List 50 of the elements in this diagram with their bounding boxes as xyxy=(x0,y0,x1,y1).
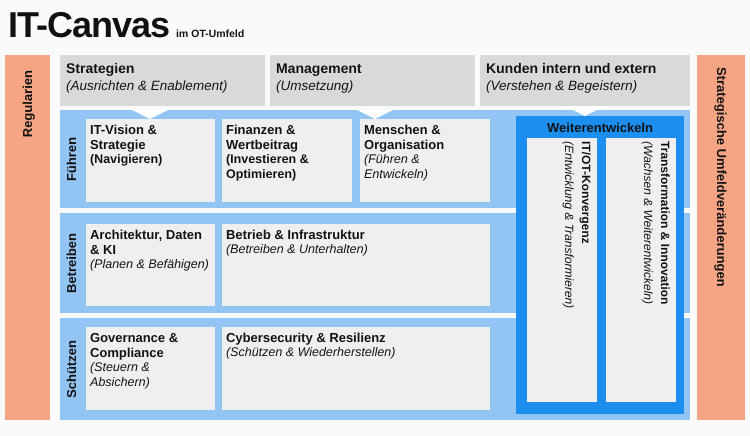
side-band xyxy=(5,55,50,420)
row-label: Führen xyxy=(64,136,79,182)
heading-text: Management xyxy=(276,59,363,77)
title-text: IT-Canvas xyxy=(8,4,170,46)
content-card xyxy=(222,327,490,410)
subtitle-text: im OT-Umfeld xyxy=(176,28,244,40)
subheading-text: (Entwicklung & Transformieren) xyxy=(561,141,576,308)
subheading-text: (Umsetzung) xyxy=(276,77,354,95)
heading-text: Finanzen & Wertbeitrag xyxy=(226,122,299,152)
heading-text: Betrieb & Infrastruktur xyxy=(226,227,366,242)
subheading-text: (Betreiben & Unterhalten) xyxy=(226,242,369,257)
band-label: Regularien xyxy=(20,70,35,138)
row-band xyxy=(60,110,508,208)
subheading-text: (Steuern & Absichern) xyxy=(90,360,151,390)
content-card xyxy=(222,119,352,202)
header-panel xyxy=(270,55,475,106)
group-title: Weiterentwickeln xyxy=(546,120,654,135)
content-card xyxy=(222,224,490,306)
band-label: Strategische Umfeldveränderungen xyxy=(714,67,729,287)
subheading-text: (Führen & Entwickeln) xyxy=(364,152,429,182)
group-panel xyxy=(516,116,684,414)
side-band xyxy=(697,55,745,420)
heading-text: IT-Vision & Strategie xyxy=(90,122,158,152)
subheading-text: (Planen & Befähigen) xyxy=(90,257,210,272)
heading-text: Transformation & Innovation xyxy=(657,141,672,304)
content-card xyxy=(606,138,676,402)
content-card xyxy=(86,327,215,410)
heading-text: Kunden intern und extern xyxy=(486,59,658,77)
subheading-text: (Schützen & Wiederherstellen) xyxy=(226,345,396,360)
subheading-text: (Ausrichten & Enablement) xyxy=(66,77,228,95)
row-label: Schützen xyxy=(64,340,79,398)
heading-text: Governance & Compliance xyxy=(90,330,180,360)
row-band xyxy=(60,213,508,313)
header-panel xyxy=(480,55,690,106)
content-card xyxy=(527,138,597,402)
subheading-text: (Investieren & Optimieren) xyxy=(226,152,310,182)
heading-text: Strategien xyxy=(66,59,136,77)
heading-text: IT/OT-Konvergenz xyxy=(578,141,593,244)
subheading-text: (Wachsen & Weiterentwickeln) xyxy=(640,141,655,304)
row-label: Betreiben xyxy=(64,233,79,293)
subheading-text: (Verstehen & Begeistern) xyxy=(486,77,638,95)
content-card xyxy=(360,119,490,202)
header-panel xyxy=(60,55,265,106)
heading-text: Architektur, Daten & KI xyxy=(90,227,203,257)
row-band xyxy=(60,318,508,420)
content-card xyxy=(86,119,215,202)
content-card xyxy=(86,224,215,306)
heading-text: Cybersecurity & Resilienz xyxy=(226,330,387,345)
subheading-text: (Navigieren) xyxy=(90,152,164,167)
heading-text: Menschen & Organisation xyxy=(364,122,446,152)
